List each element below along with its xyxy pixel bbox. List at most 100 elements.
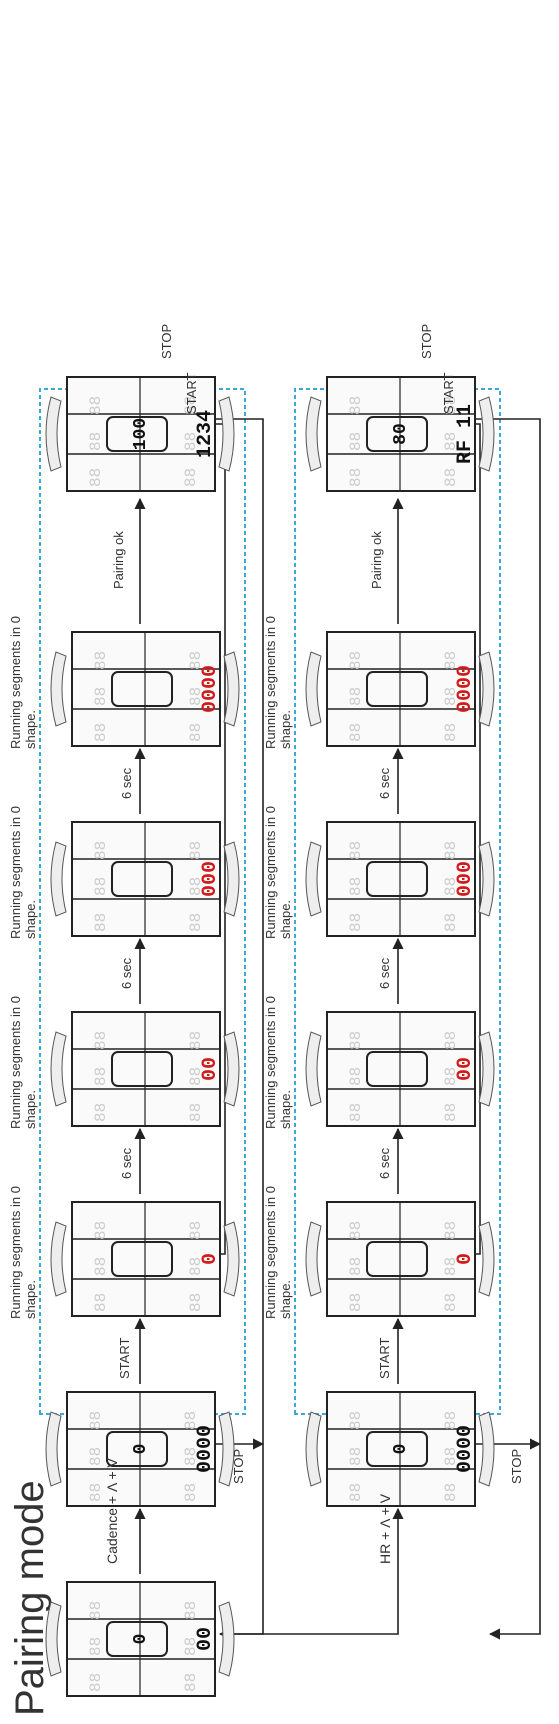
- svg-text:88: 88: [347, 1257, 365, 1276]
- svg-text:88: 88: [442, 1447, 460, 1466]
- svg-text:0: 0: [391, 1444, 411, 1455]
- svg-text:88: 88: [187, 1103, 205, 1122]
- svg-text:88: 88: [92, 1103, 110, 1122]
- svg-text:88: 88: [92, 1221, 110, 1240]
- svg-text:88: 88: [92, 877, 110, 896]
- svg-text:88: 88: [182, 1673, 200, 1692]
- row2-pairing: Pairing ok: [369, 531, 384, 589]
- row2-seg-note-1: Running segments in 0 shape.: [263, 1186, 293, 1319]
- row2-start-2: START: [441, 372, 456, 414]
- svg-text:1234: 1234: [194, 410, 217, 458]
- svg-text:88: 88: [442, 1257, 460, 1276]
- svg-text:88: 88: [187, 651, 205, 670]
- svg-text:88: 88: [347, 1103, 365, 1122]
- row1-stop-2: STOP: [159, 323, 174, 359]
- svg-text:88: 88: [87, 1483, 105, 1502]
- svg-text:88: 88: [187, 1257, 205, 1276]
- svg-text:88: 88: [92, 1293, 110, 1312]
- svg-text:88: 88: [187, 1031, 205, 1050]
- svg-text:88: 88: [187, 877, 205, 896]
- svg-text:88: 88: [187, 913, 205, 932]
- row2-start-1: START: [377, 1337, 392, 1379]
- svg-text:88: 88: [442, 1483, 460, 1502]
- svg-text:88: 88: [92, 723, 110, 742]
- svg-text:88: 88: [442, 651, 460, 670]
- svg-text:88: 88: [87, 1601, 105, 1620]
- svg-text:88: 88: [182, 1637, 200, 1656]
- row2-trigger: HR + Λ + V: [377, 1493, 393, 1564]
- row1-interval-3: 6 sec: [119, 767, 134, 799]
- svg-text:88: 88: [92, 1257, 110, 1276]
- row2-seg-note-2: Running segments in 0 shape.: [263, 996, 293, 1129]
- svg-text:00: 00: [199, 1057, 222, 1081]
- svg-text:0000: 0000: [194, 1425, 217, 1473]
- svg-text:88: 88: [187, 1293, 205, 1312]
- home-to-hr: [220, 1507, 404, 1635]
- svg-text:80: 80: [391, 423, 411, 445]
- svg-text:88: 88: [442, 1031, 460, 1050]
- row1-interval-1: 6 sec: [119, 1147, 134, 1179]
- svg-text:88: 88: [347, 877, 365, 896]
- svg-text:88: 88: [347, 432, 365, 451]
- row2-stop-1: STOP: [509, 1448, 524, 1484]
- svg-text:88: 88: [442, 468, 460, 487]
- svg-text:RF 11: RF 11: [454, 404, 477, 464]
- svg-text:88: 88: [182, 1447, 200, 1466]
- svg-text:88: 88: [442, 432, 460, 451]
- svg-text:88: 88: [442, 723, 460, 742]
- row1-interval-2: 6 sec: [119, 957, 134, 989]
- svg-text:88: 88: [92, 651, 110, 670]
- svg-text:88: 88: [442, 396, 460, 415]
- svg-text:000: 000: [454, 861, 477, 897]
- row1-seg-note-2: Running segments in 0 shape.: [8, 996, 38, 1129]
- svg-text:88: 88: [87, 432, 105, 451]
- row2-seg-note-3: Running segments in 0 shape.: [263, 806, 293, 939]
- row1-trigger: Cadence + Λ + V: [104, 1458, 120, 1564]
- svg-text:88: 88: [347, 1483, 365, 1502]
- svg-text:0000: 0000: [199, 665, 222, 713]
- svg-text:88: 88: [187, 1221, 205, 1240]
- svg-text:0: 0: [199, 1253, 222, 1265]
- svg-text:88: 88: [347, 723, 365, 742]
- svg-text:88: 88: [182, 1483, 200, 1502]
- row2-seg-note-4: Running segments in 0 shape.: [263, 616, 293, 749]
- svg-text:88: 88: [442, 687, 460, 706]
- svg-text:88: 88: [87, 1673, 105, 1692]
- svg-text:88: 88: [182, 1411, 200, 1430]
- svg-text:88: 88: [87, 468, 105, 487]
- svg-text:88: 88: [87, 396, 105, 415]
- svg-text:88: 88: [187, 723, 205, 742]
- svg-text:000: 000: [199, 861, 222, 897]
- svg-text:88: 88: [442, 1221, 460, 1240]
- svg-text:0: 0: [131, 1444, 151, 1455]
- svg-text:88: 88: [347, 841, 365, 860]
- svg-text:88: 88: [347, 913, 365, 932]
- svg-text:88: 88: [347, 1221, 365, 1240]
- svg-text:88: 88: [187, 841, 205, 860]
- svg-text:100: 100: [131, 418, 151, 450]
- svg-text:88: 88: [92, 913, 110, 932]
- svg-text:00: 00: [454, 1057, 477, 1081]
- svg-text:88: 88: [182, 1601, 200, 1620]
- svg-text:88: 88: [347, 651, 365, 670]
- svg-text:88: 88: [187, 687, 205, 706]
- row2-stop-2: STOP: [419, 323, 434, 359]
- svg-text:88: 88: [182, 432, 200, 451]
- svg-text:88: 88: [182, 396, 200, 415]
- svg-text:88: 88: [442, 1067, 460, 1086]
- svg-text:88: 88: [347, 1031, 365, 1050]
- svg-text:88: 88: [92, 687, 110, 706]
- svg-text:88: 88: [347, 1067, 365, 1086]
- svg-text:88: 88: [347, 468, 365, 487]
- svg-text:0: 0: [454, 1253, 477, 1265]
